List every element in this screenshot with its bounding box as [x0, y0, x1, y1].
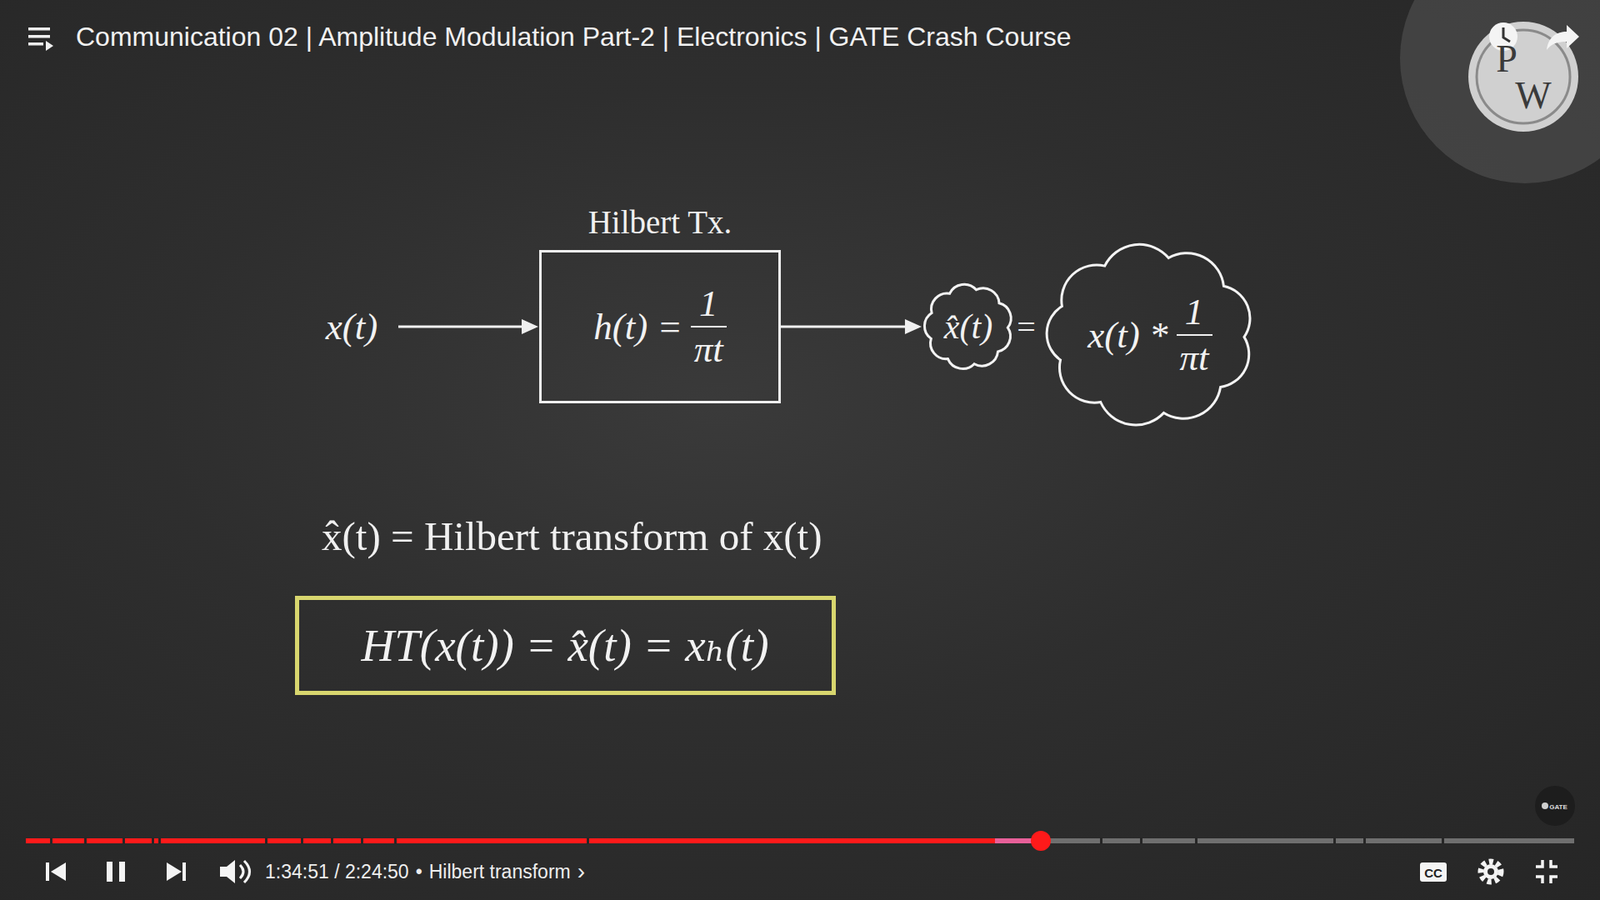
- cloud-path: [1046, 244, 1250, 425]
- video-title: Communication 02 | Amplitude Modulation …: [75, 21, 1072, 53]
- equals-sign: =: [1016, 307, 1036, 347]
- share-icon: [1546, 25, 1580, 50]
- cloud-path: [924, 284, 1011, 369]
- connector-arrow: [780, 319, 922, 335]
- cloud-node: x(t) *1πt: [1035, 236, 1265, 434]
- playlist-icon: [28, 27, 54, 51]
- cloud-node: x̂(t): [920, 280, 1017, 374]
- fraction-bar: [690, 325, 727, 328]
- formula-text: h(t) =: [593, 305, 683, 349]
- denominator: πt: [690, 329, 727, 371]
- separator-dot: •: [415, 860, 423, 884]
- fraction: 1πt: [690, 283, 727, 371]
- timestamp: 1:34:51 / 2:24:50: [265, 860, 410, 884]
- definition-text: x̂(t) = Hilbert transform of x(t): [321, 512, 823, 560]
- arrow-head: [905, 319, 922, 335]
- chapter-title: Hilbert transform: [429, 860, 571, 884]
- progress-bar: [25, 830, 1575, 851]
- fraction: 1πt: [1176, 291, 1213, 380]
- input-arrow: [398, 319, 539, 335]
- node-content: x(t) *1πt: [1087, 291, 1212, 380]
- numerator: 1: [1181, 291, 1208, 334]
- node-content: x̂(t): [944, 306, 993, 347]
- block-heading: Hilbert Tx.: [588, 203, 733, 241]
- exit-fullscreen-icon: [1535, 860, 1558, 884]
- logo-letter: W: [1515, 73, 1551, 118]
- badge-text: GATE: [1549, 803, 1568, 811]
- denominator: πt: [1176, 337, 1213, 380]
- settings-icon: [1480, 861, 1501, 882]
- chapter-chevron: ›: [577, 858, 585, 885]
- pw-logo: [1400, 0, 1600, 184]
- formula-text: HT(x(t)) = x̂(t) = xₕ(t): [361, 618, 770, 672]
- chapter-row: 1:34:51 / 2:24:50•Hilbert transform›: [265, 858, 585, 885]
- connector-line: [780, 325, 909, 329]
- fraction-bar: [1176, 334, 1213, 336]
- input-signal: x(t): [325, 305, 378, 349]
- formula-text: x̂(t): [944, 306, 993, 347]
- numerator: 1: [695, 283, 722, 325]
- cc-button: [1420, 862, 1447, 882]
- gate-badge: [1535, 785, 1575, 826]
- node-content: h(t) =1πt: [593, 283, 727, 371]
- cc-text: CC: [1424, 865, 1443, 880]
- result-box: HT(x(t)) = x̂(t) = xₕ(t): [295, 595, 836, 695]
- player-controls: [45, 860, 250, 884]
- logo-letter: P: [1495, 36, 1518, 81]
- node-content: HT(x(t)) = x̂(t) = xₕ(t): [361, 618, 770, 672]
- formula-text: x(t) *: [1087, 313, 1168, 357]
- system-box: Hilbert Tx.h(t) =1πt: [539, 250, 781, 404]
